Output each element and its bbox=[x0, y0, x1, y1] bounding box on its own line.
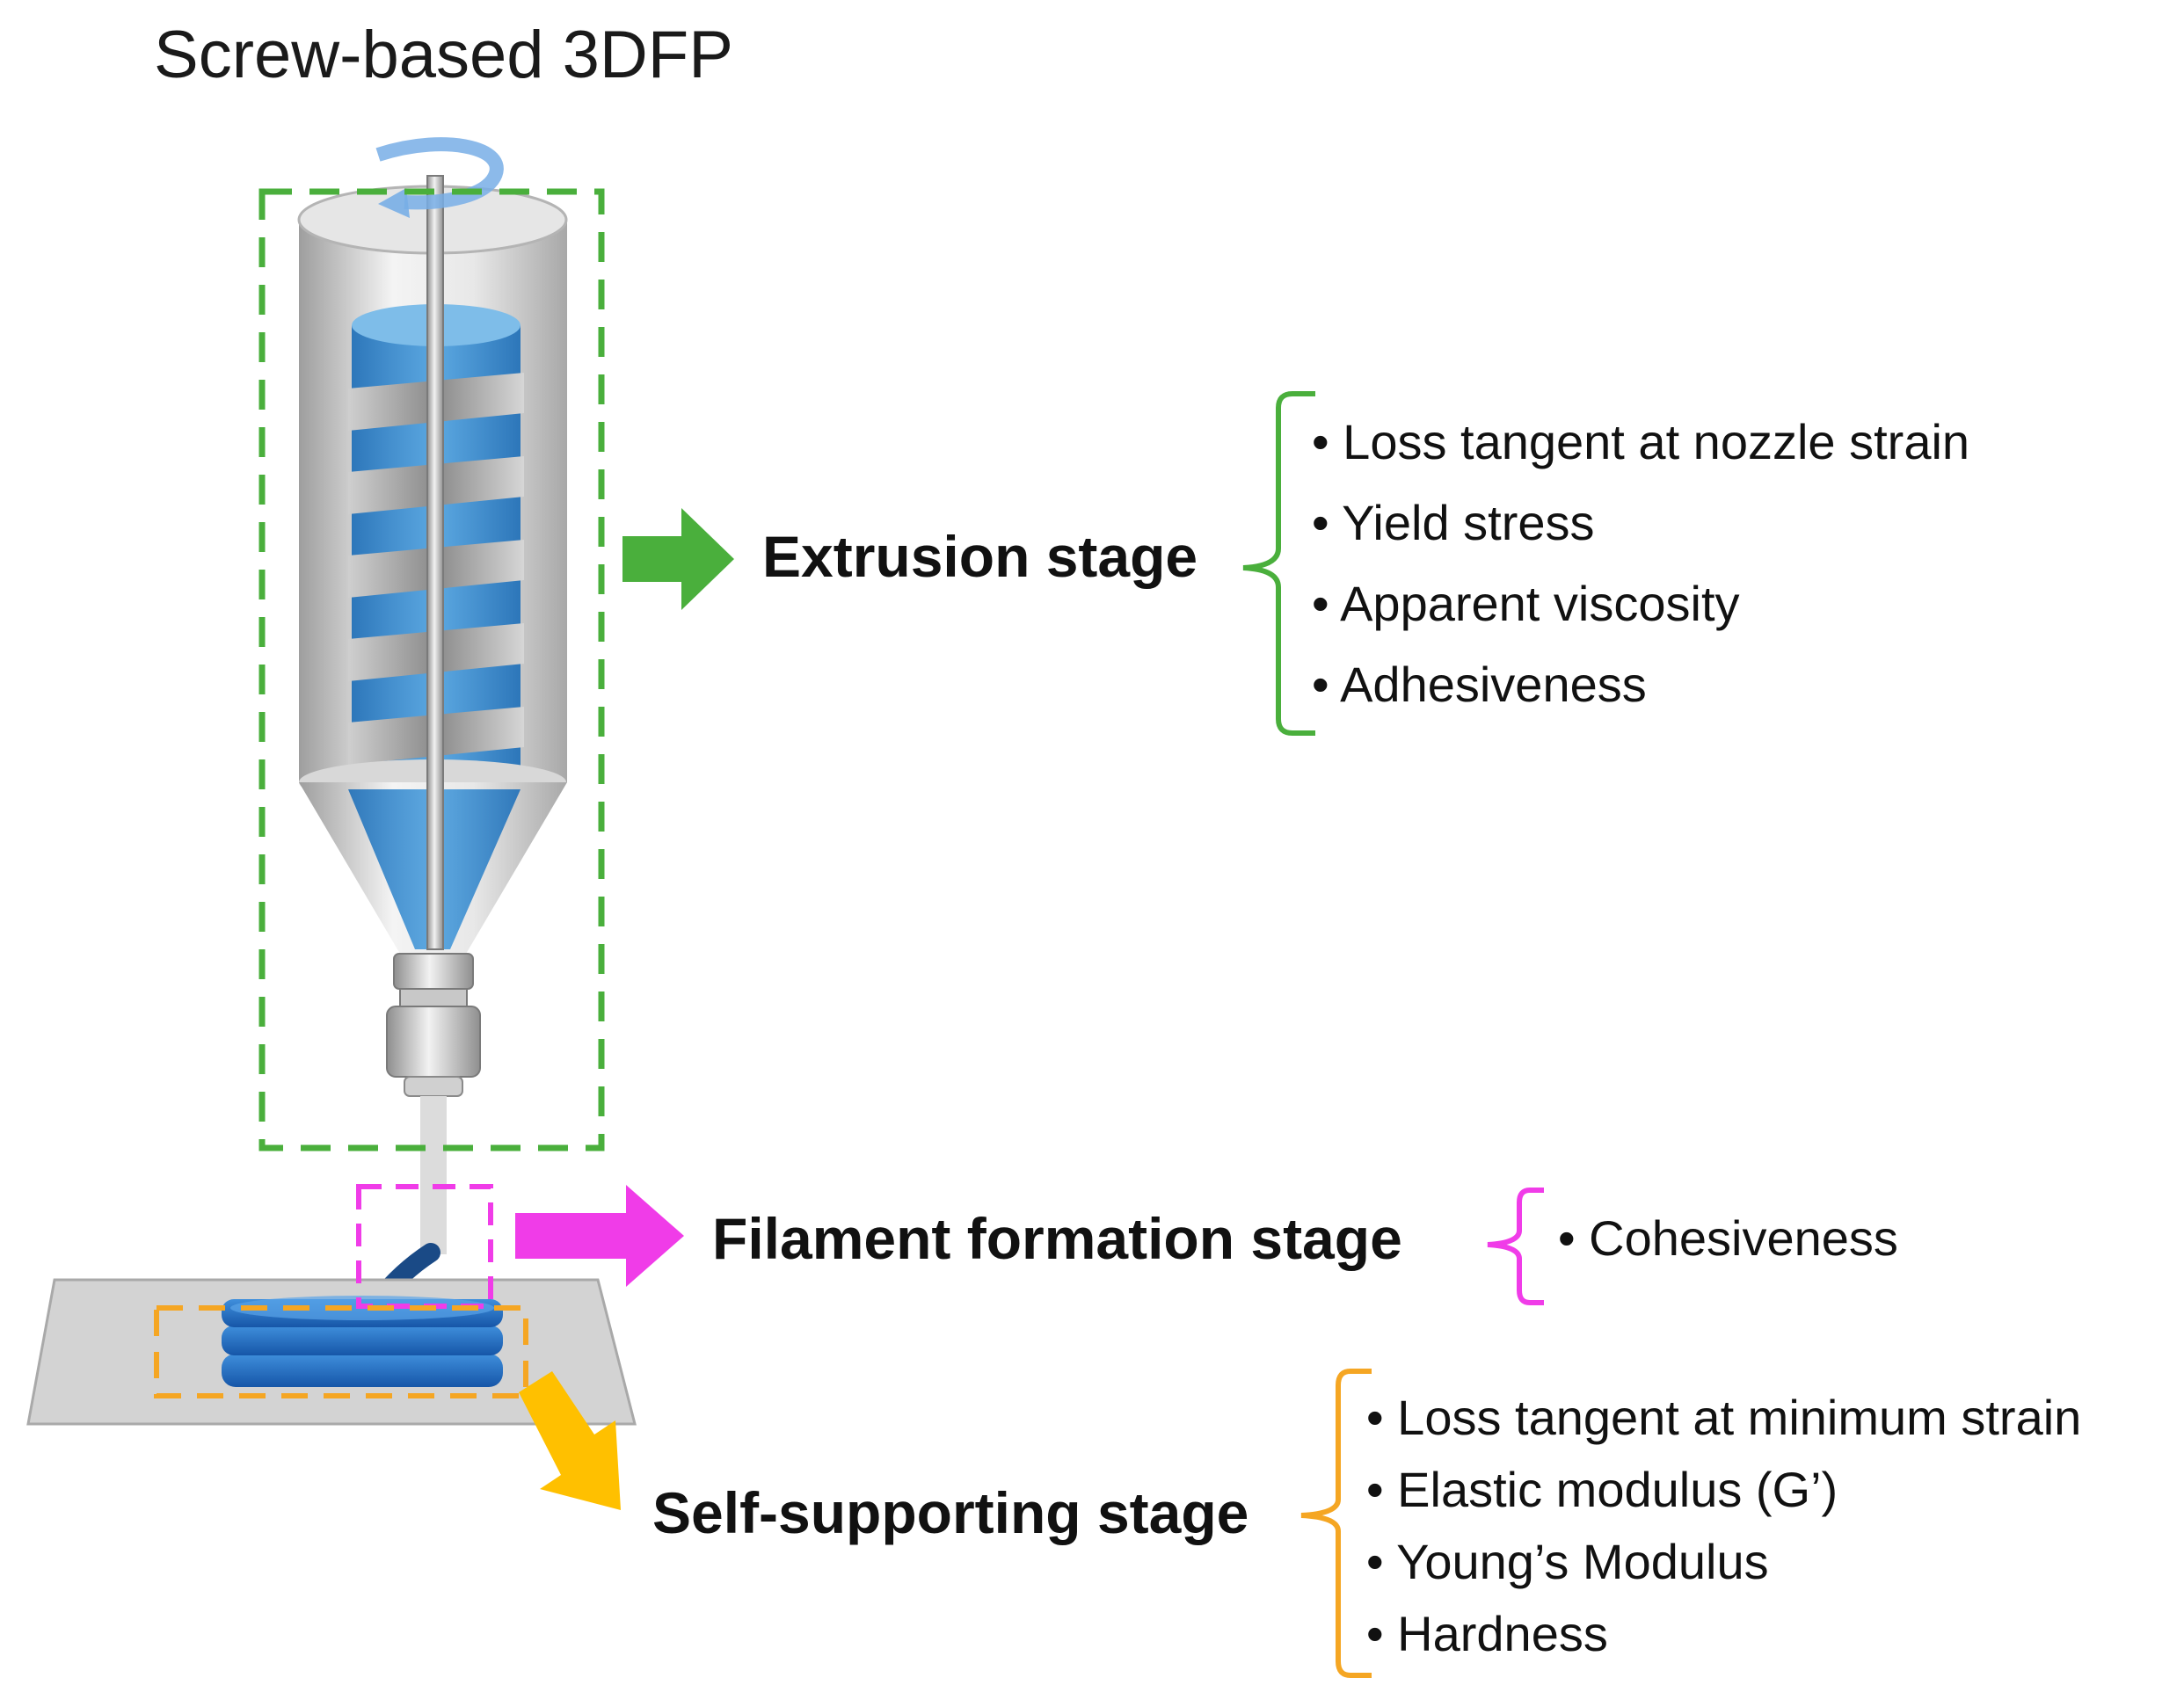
self-supporting-box bbox=[154, 1305, 528, 1398]
diagram-title: Screw-based 3DFP bbox=[154, 18, 733, 92]
extrusion-stage-label: Extrusion stage bbox=[762, 524, 1198, 589]
filament-stage-label: Filament formation stage bbox=[712, 1206, 1402, 1271]
filament-item: • Cohesiveness bbox=[1558, 1210, 1898, 1266]
screw-extruder-icon bbox=[297, 175, 568, 1311]
self-supporting-brace bbox=[1300, 1369, 1372, 1678]
rotation-arrow-icon bbox=[375, 137, 504, 218]
self-supporting-item: • Young’s Modulus bbox=[1366, 1534, 1769, 1589]
extrusion-box bbox=[258, 188, 605, 1151]
extrusion-brace bbox=[1242, 391, 1315, 736]
self-supporting-arrow bbox=[519, 1371, 621, 1510]
extrusion-item: • Apparent viscosity bbox=[1312, 576, 1740, 631]
filament-arrow bbox=[515, 1185, 684, 1287]
extrusion-item: • Loss tangent at nozzle strain bbox=[1312, 414, 1969, 469]
extrusion-arrow bbox=[622, 508, 734, 610]
self-supporting-item: • Elastic modulus (G’) bbox=[1366, 1462, 1838, 1517]
self-supporting-item: • Loss tangent at minimum strain bbox=[1366, 1390, 2081, 1445]
self-supporting-stage-label: Self-supporting stage bbox=[652, 1480, 1249, 1545]
self-supporting-item: • Hardness bbox=[1366, 1606, 1608, 1661]
extrusion-item: • Adhesiveness bbox=[1312, 657, 1647, 712]
filament-brace bbox=[1487, 1188, 1544, 1305]
extrusion-item: • Yield stress bbox=[1312, 495, 1595, 550]
